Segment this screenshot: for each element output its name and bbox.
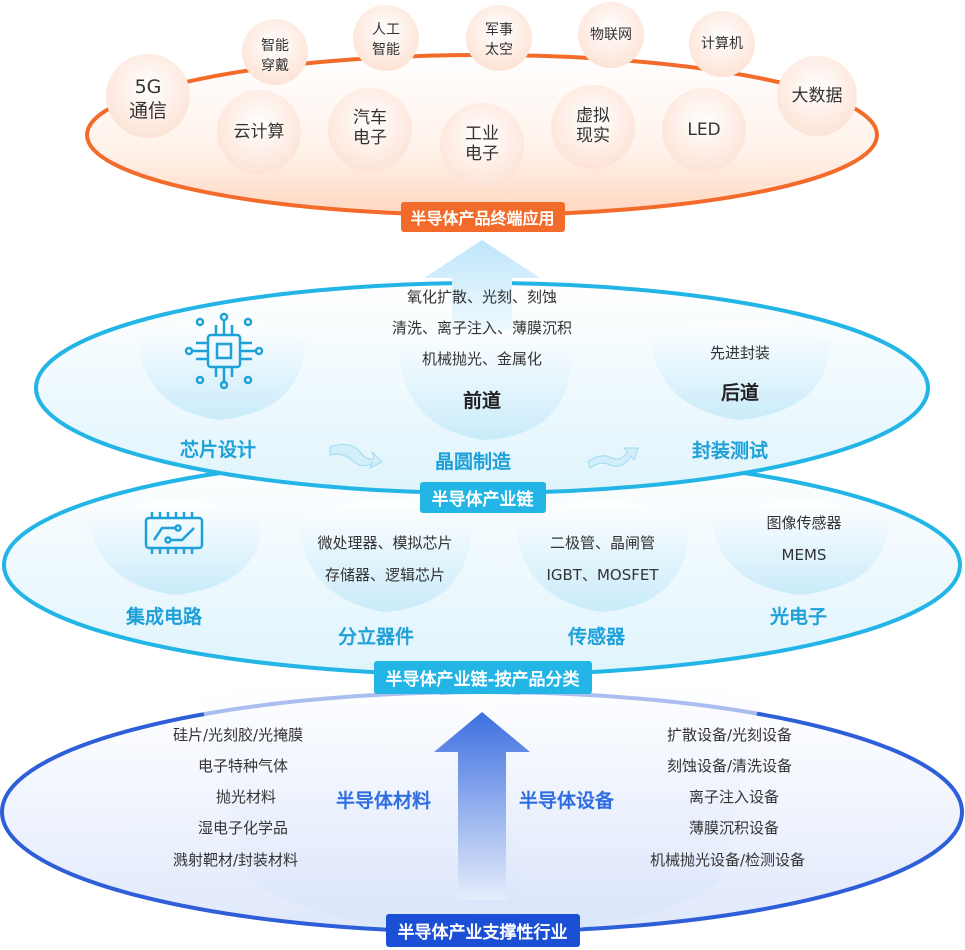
front-process-line-3: 机械抛光、金属化 xyxy=(421,350,542,368)
front-process-line-1: 氧化扩散、光刻、刻蚀 xyxy=(406,288,557,306)
products-badge: 半导体产业链-按产品分类 xyxy=(373,661,592,694)
sensor-item-2: IGBT、MOSFET xyxy=(546,566,659,584)
equipment-label: 半导体设备 xyxy=(519,790,615,812)
discrete-item-1: 微处理器、模拟芯片 xyxy=(317,534,453,552)
chip-icon xyxy=(184,312,264,390)
chain-badge: 半导体产业链 xyxy=(419,482,546,513)
material-item-4: 湿电子化学品 xyxy=(198,819,289,837)
front-process-line-2: 清洗、离子注入、薄膜沉积 xyxy=(391,319,572,337)
discrete-item-2: 存储器、逻辑芯片 xyxy=(324,566,445,584)
back-process: 先进封装 xyxy=(709,344,770,362)
back-label: 后道 xyxy=(720,382,759,404)
up-arrow-icon xyxy=(424,240,540,330)
app-military-space: 军事太空 xyxy=(485,22,513,58)
front-label: 前道 xyxy=(462,390,501,412)
material-item-5: 溅射靶材/封装材料 xyxy=(173,851,299,869)
sensor-label: 传感器 xyxy=(568,626,626,648)
opto-item-2: MEMS xyxy=(781,546,827,564)
material-item-3: 抛光材料 xyxy=(216,788,277,806)
chip-design-label: 芯片设计 xyxy=(180,439,257,461)
package-test-label: 封装测试 xyxy=(692,440,769,462)
app-iot: 物联网 xyxy=(590,27,632,43)
app-led: LED xyxy=(687,120,721,140)
app-bubbles xyxy=(106,2,857,187)
up-arrow-icon xyxy=(434,712,530,900)
circuit-board-icon xyxy=(144,512,204,554)
equipment-item-4: 薄膜沉积设备 xyxy=(689,819,780,837)
materials-label: 半导体材料 xyxy=(336,790,432,812)
discrete-label: 分立器件 xyxy=(338,626,415,648)
opto-item-1: 图像传感器 xyxy=(766,514,842,532)
app-wearables: 智能穿戴 xyxy=(261,38,289,74)
right-arrow-icon xyxy=(329,443,383,470)
terminal-badge: 半导体产品终端应用 xyxy=(400,202,565,232)
equipment-item-3: 离子注入设备 xyxy=(689,788,780,806)
app-ai: 人工智能 xyxy=(372,22,400,58)
equipment-item-1: 扩散设备/光刻设备 xyxy=(667,726,793,744)
app-auto-electronics: 汽车电子 xyxy=(353,108,387,148)
opto-label: 光电子 xyxy=(770,606,828,628)
sensor-item-1: 二极管、晶闸管 xyxy=(549,534,655,552)
equipment-item-2: 刻蚀设备/清洗设备 xyxy=(667,757,793,775)
app-vr: 虚拟现实 xyxy=(576,106,610,146)
support-badge: 半导体产业支撑性行业 xyxy=(385,914,580,947)
equipment-item-5: 机械抛光设备/检测设备 xyxy=(650,851,806,869)
app-industrial-electronics: 工业电子 xyxy=(465,124,499,164)
right-arrow-icon xyxy=(587,447,639,469)
wafer-mfg-label: 晶圆制造 xyxy=(435,451,512,473)
material-item-2: 电子特种气体 xyxy=(198,757,289,775)
app-cloud: 云计算 xyxy=(233,122,285,142)
material-item-1: 硅片/光刻胶/光掩膜 xyxy=(173,726,304,744)
app-big-data: 大数据 xyxy=(791,86,843,106)
chain-layer-disc xyxy=(34,281,930,495)
app-computer: 计算机 xyxy=(701,36,743,52)
ic-label: 集成电路 xyxy=(126,606,203,628)
